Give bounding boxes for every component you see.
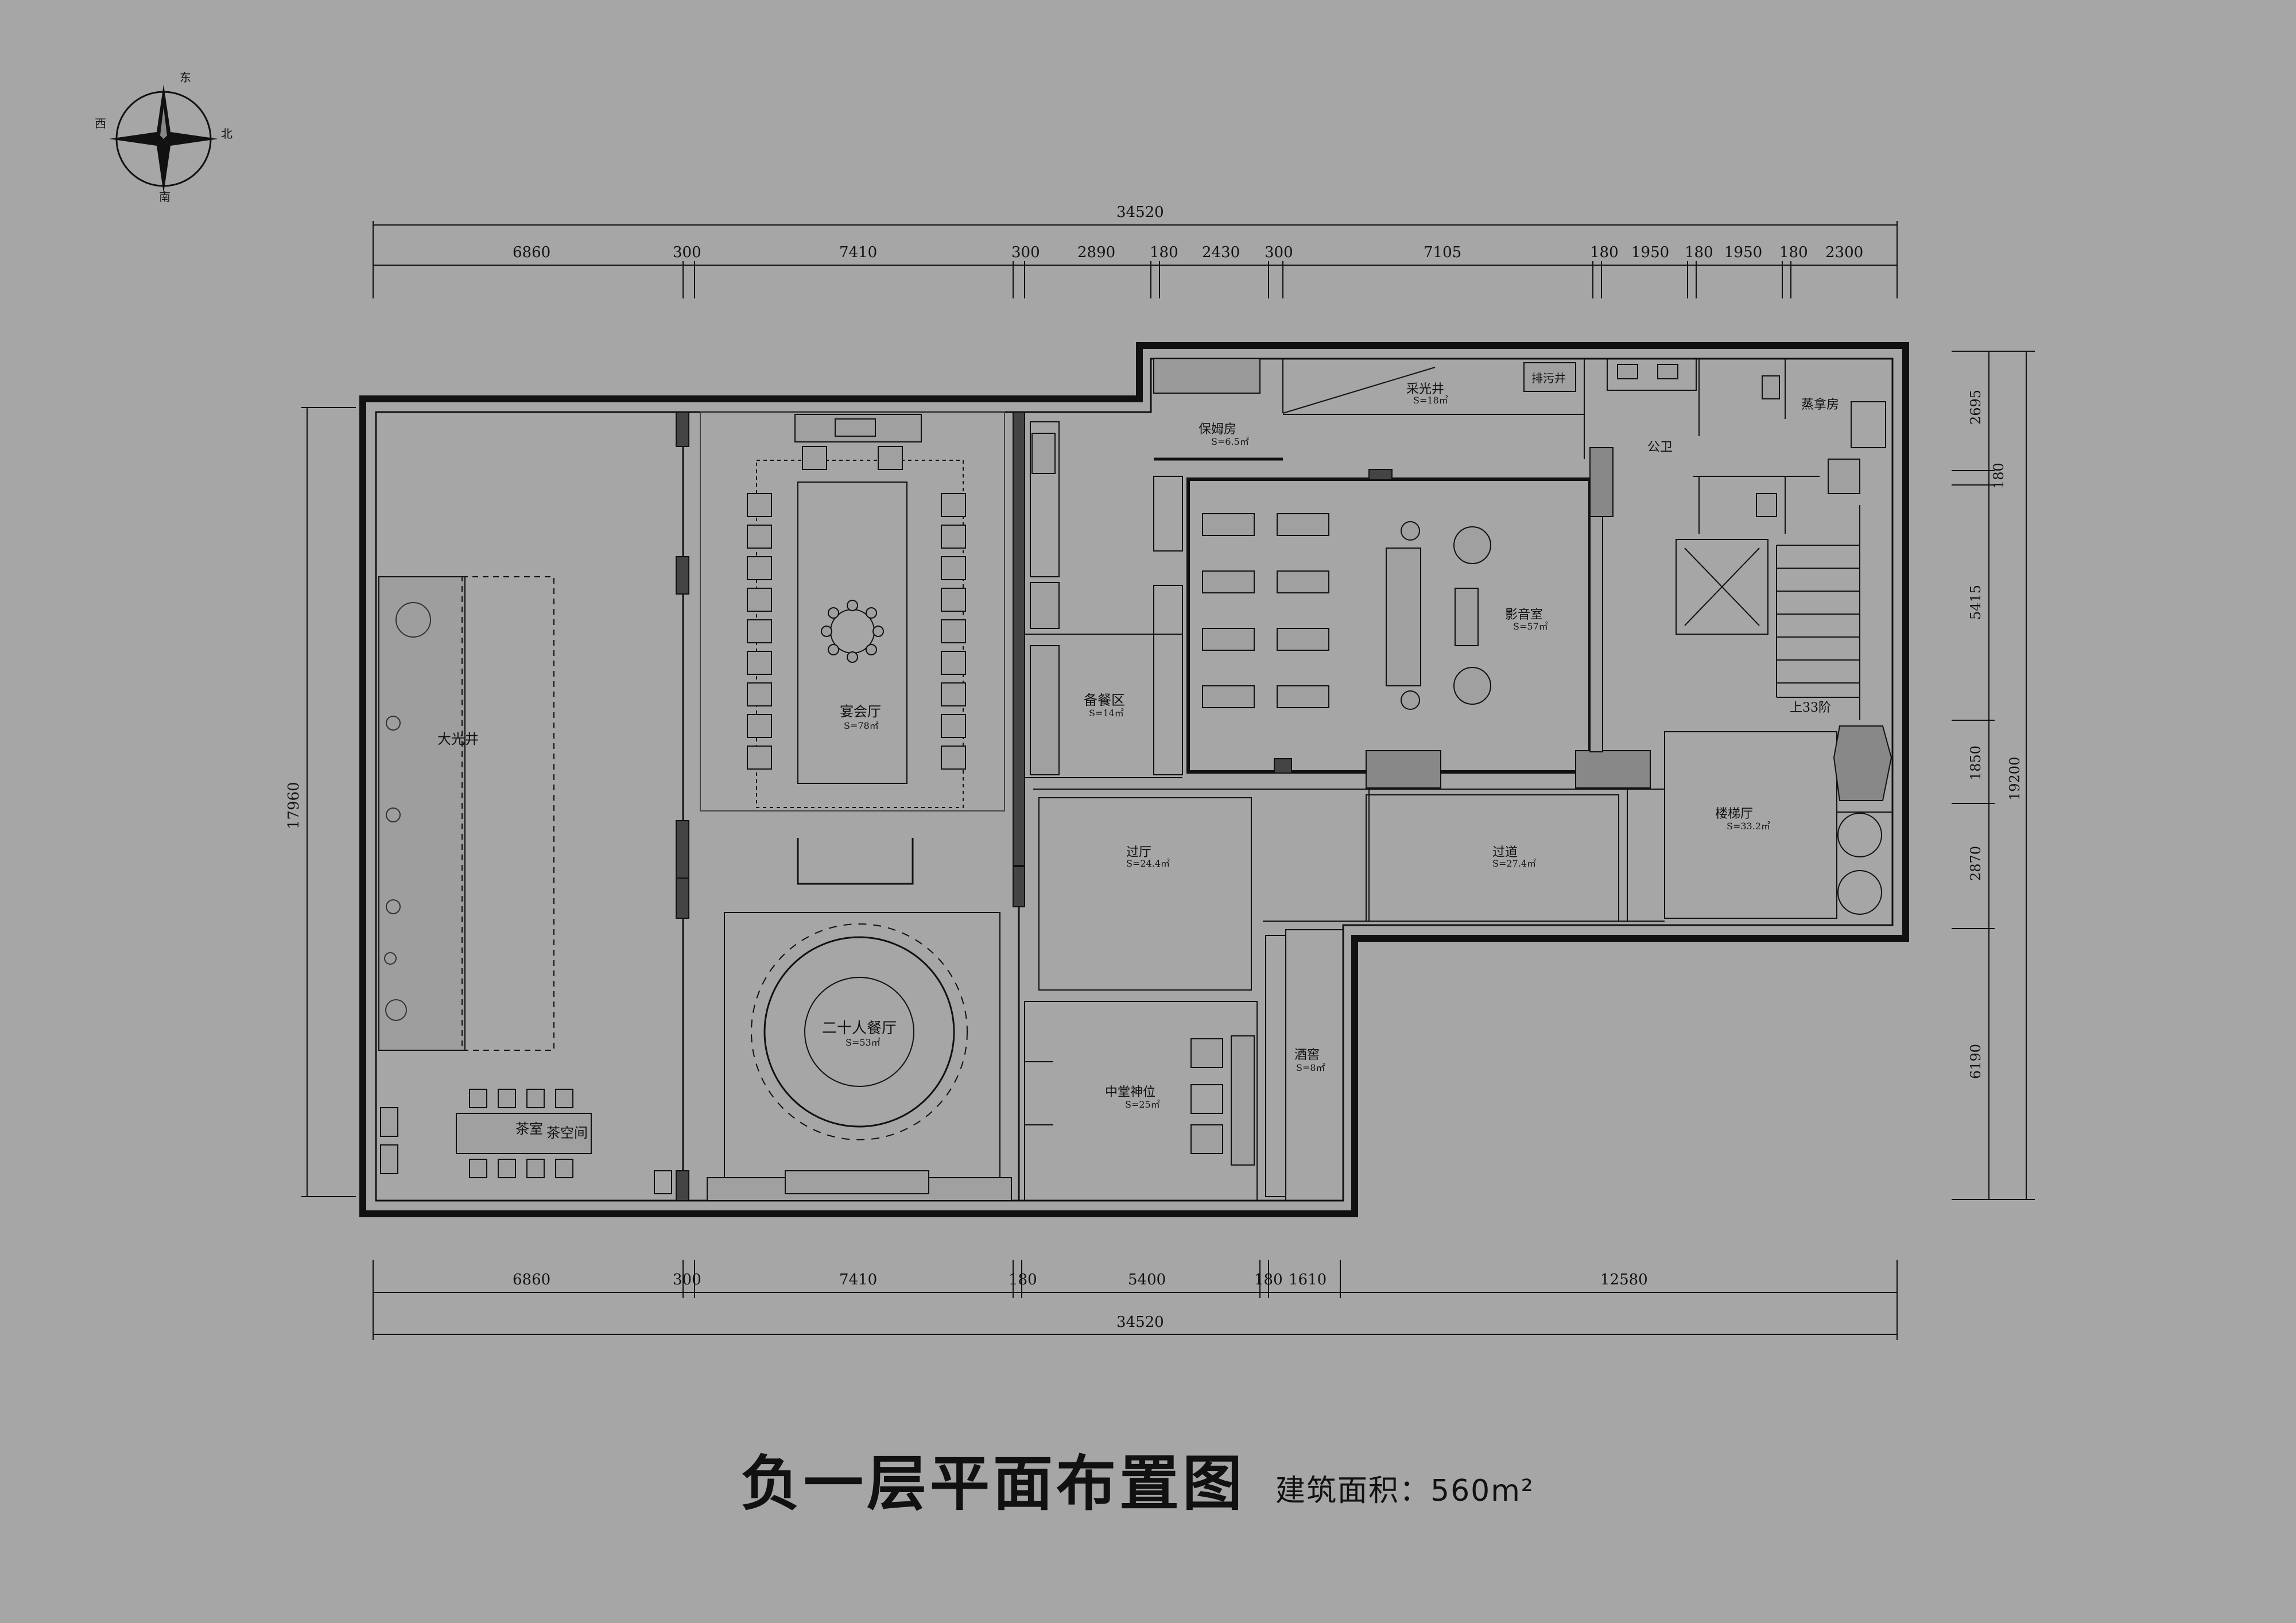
area-label: 建筑面积：560m² [1275,1474,1534,1508]
dim-bottom-1: 300 [673,1271,701,1288]
room-lobby-area: S=24.4㎡ [1126,858,1170,869]
compass-icon: 北 南 东 西 [95,71,232,204]
stair-elevator [1676,505,1860,720]
dim-top-8: 7105 [1424,244,1461,261]
dim-left: 17960 [285,782,302,829]
room-tea: 茶室 [515,1121,543,1137]
dim-top-13: 180 [1779,244,1808,261]
prep-furniture [1025,421,1183,778]
top-dimensions [373,221,1898,298]
room-dining20: 二十人餐厅 [822,1020,897,1037]
room-toilet: 公卫 [1647,440,1673,455]
dim-top-6: 2430 [1202,244,1240,261]
dim-right-total: 19200 [2007,757,2023,801]
outer-wall [359,342,1909,1217]
dim-right-1: 180 [1991,463,2007,489]
dim-bottom-2: 7410 [839,1271,877,1288]
room-corridor: 过道 [1492,845,1518,860]
room-shrine: 中堂神位 [1105,1085,1155,1100]
room-sauna: 蒸拿房 [1801,397,1839,412]
room-stairhall-area: S=33.2㎡ [1727,821,1770,832]
room-banquet: 宴会厅 [840,704,881,720]
stairhall-furniture [1664,725,1892,919]
room-tea-alt: 茶空间 [546,1125,588,1141]
room-corridor-area: S=27.4㎡ [1492,858,1536,869]
toilet-area [1607,358,1886,534]
page-title: 负一层平面布置图 [740,1448,1246,1519]
upper-rooms [1153,358,1585,461]
dim-top-7: 300 [1265,244,1293,261]
dim-top-1: 300 [673,244,701,261]
dim-top-12: 1950 [1724,244,1762,261]
room-banquet-area: S=78㎡ [844,720,879,731]
compass-west: 西 [95,117,106,130]
dim-top-3: 300 [1011,244,1040,261]
dim-top-9: 180 [1590,244,1619,261]
dim-top-10: 1950 [1631,244,1669,261]
room-lobby: 过厅 [1126,845,1151,860]
room-nanny-area: S=6.5㎡ [1211,436,1249,447]
dim-top-total: 34520 [1116,204,1164,221]
room-lightwell-area: S=18㎡ [1413,395,1448,406]
room-skylight: 大光井 [437,731,479,747]
dim-top-4: 2890 [1077,244,1115,261]
banquet-furniture [700,411,1005,885]
dim-bottom-6: 1610 [1289,1271,1327,1288]
room-stairs: 上33阶 [1790,701,1831,715]
room-prep-area: S=14㎡ [1089,708,1124,719]
dim-right-4: 2870 [1968,846,1984,881]
dim-top-2: 7410 [839,244,877,261]
dim-top-5: 180 [1150,244,1178,261]
room-dining20-area: S=53㎡ [846,1037,881,1048]
room-wine: 酒窖 [1294,1048,1320,1062]
dim-top-14: 2300 [1825,244,1863,261]
dim-bottom-7: 12580 [1600,1271,1648,1288]
lobby-corridor [1033,789,1665,991]
compass-south: 南 [159,190,170,204]
compass-east: 东 [180,71,191,84]
room-cinema: 影音室 [1505,608,1543,622]
dim-bottom-3: 180 [1009,1271,1037,1288]
dim-right-3: 1850 [1968,746,1984,781]
dim-top-11: 180 [1685,244,1713,261]
dim-bottom-4: 5400 [1128,1271,1166,1288]
skylight-area [378,576,554,1051]
cinema-furniture [1186,447,1651,789]
dim-bottom-5: 180 [1254,1271,1283,1288]
room-cinema-area: S=57㎡ [1513,621,1548,632]
tea-room-furniture [380,1089,592,1178]
room-wine-area: S=8㎡ [1296,1062,1325,1073]
dim-bottom-total: 34520 [1116,1314,1164,1331]
partition-wall [676,411,1025,1201]
dining20-furniture [654,912,1012,1201]
room-lightwell: 采光井 [1406,382,1444,397]
room-stairhall: 楼梯厅 [1715,807,1753,821]
room-nanny: 保姆房 [1199,422,1236,437]
right-dimensions [1952,351,2035,1200]
room-prep: 备餐区 [1084,692,1125,708]
room-sewage: 排污井 [1531,371,1566,385]
dim-right-0: 2695 [1968,390,1984,425]
dim-right-5: 6190 [1968,1044,1984,1079]
compass-north: 北 [221,127,232,141]
bottom-dimensions [373,1260,1898,1340]
left-dimension [301,407,356,1197]
dim-bottom-0: 6860 [513,1271,550,1288]
dim-right-2: 5415 [1968,585,1984,620]
room-shrine-area: S=25㎡ [1125,1099,1160,1110]
wine-furniture [1265,929,1344,1201]
shrine-furniture [1024,1001,1258,1201]
dim-top-0: 6860 [513,244,550,261]
